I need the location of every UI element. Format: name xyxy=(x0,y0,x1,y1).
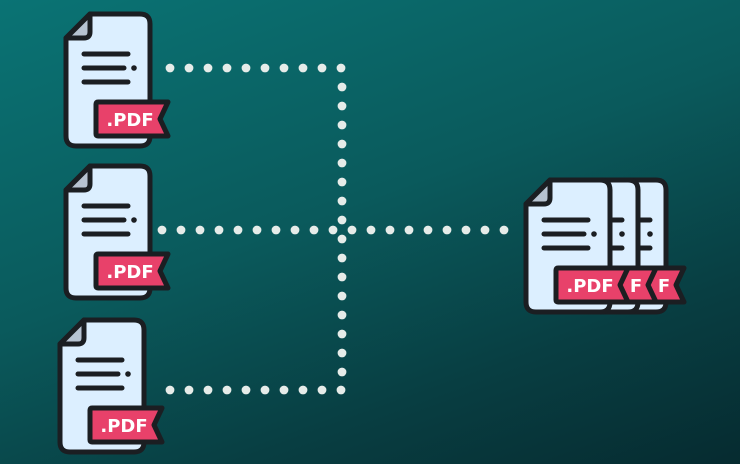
connector-dot xyxy=(241,385,251,395)
connector-dot xyxy=(499,225,509,235)
connector-dot xyxy=(337,120,347,130)
connector-dot xyxy=(337,367,347,377)
connector-dot xyxy=(328,225,338,235)
pdf-tag-label: F xyxy=(658,276,670,297)
connector-dot xyxy=(279,63,289,73)
connector-dot xyxy=(337,196,347,206)
connector-dot xyxy=(309,225,319,235)
connector-dot xyxy=(222,63,232,73)
connector-dot xyxy=(366,225,376,235)
connector-dot xyxy=(385,225,395,235)
merged-pdf-stack-icon: FF .PDF xyxy=(526,177,687,315)
connector-dot xyxy=(317,385,327,395)
connector-dot xyxy=(336,63,346,73)
dotted-connectors xyxy=(157,63,509,395)
connector-dot xyxy=(222,385,232,395)
connector-dot xyxy=(337,139,347,149)
pdf-tag-label: .PDF xyxy=(106,110,153,131)
connector-dot xyxy=(176,225,186,235)
connector-dot xyxy=(271,225,281,235)
input-documents: .PDF .PDF .PDF xyxy=(60,14,168,452)
connector-dot xyxy=(337,82,347,92)
connector-dot xyxy=(184,385,194,395)
connector-dot xyxy=(480,225,490,235)
connector-dot xyxy=(260,63,270,73)
connector-dot xyxy=(241,63,251,73)
pdf-document-icon: .PDF xyxy=(66,14,168,146)
connector-dot xyxy=(317,63,327,73)
pdf-document-icon: .PDF xyxy=(60,320,162,452)
front-page: .PDF xyxy=(526,180,628,312)
connector-dot xyxy=(404,225,414,235)
pdf-tag-label: .PDF xyxy=(566,276,613,297)
connector-dot xyxy=(157,225,167,235)
connector-dot xyxy=(337,253,347,263)
connector-dot xyxy=(298,63,308,73)
connector-dot xyxy=(195,225,205,235)
connector-dot xyxy=(184,63,194,73)
connector-dot xyxy=(203,385,213,395)
connector-top xyxy=(165,63,346,73)
connector-dot xyxy=(347,225,357,235)
connector-dot xyxy=(442,225,452,235)
connector-dot xyxy=(298,385,308,395)
connector-dot xyxy=(337,177,347,187)
connector-bottom xyxy=(165,385,346,395)
connector-dot xyxy=(337,101,347,111)
connector-dot xyxy=(165,63,175,73)
connector-dot xyxy=(214,225,224,235)
pdf-tag-label: .PDF xyxy=(100,416,147,437)
connector-dot xyxy=(337,291,347,301)
connector-dot xyxy=(233,225,243,235)
connector-dot xyxy=(423,225,433,235)
connector-dot xyxy=(337,215,347,225)
pdf-tag-label: F xyxy=(630,276,642,297)
connector-dot xyxy=(337,234,347,244)
connector-dot xyxy=(337,348,347,358)
connector-dot xyxy=(337,158,347,168)
connector-dot xyxy=(165,385,175,395)
connector-dot xyxy=(337,310,347,320)
pdf-tag-label: .PDF xyxy=(106,262,153,283)
connector-dot xyxy=(279,385,289,395)
pdf-document-icon: .PDF xyxy=(66,166,168,298)
connector-dot xyxy=(336,385,346,395)
connector-middle xyxy=(157,225,509,235)
connector-dot xyxy=(260,385,270,395)
connector-dot xyxy=(203,63,213,73)
connector-dot xyxy=(337,272,347,282)
connector-dot xyxy=(290,225,300,235)
connector-trunk xyxy=(337,82,347,377)
connector-dot xyxy=(252,225,262,235)
output-merged-document: FF .PDF xyxy=(526,177,687,315)
connector-dot xyxy=(461,225,471,235)
connector-dot xyxy=(337,329,347,339)
